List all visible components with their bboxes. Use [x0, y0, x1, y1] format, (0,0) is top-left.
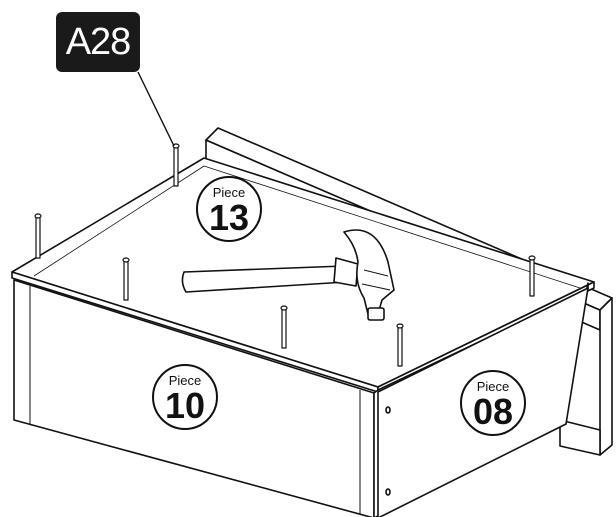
hammer-icon — [181, 229, 395, 321]
piece-caption: Piece — [212, 185, 246, 200]
part-label: A28 — [56, 12, 140, 72]
piece-number: 08 — [472, 391, 514, 432]
piece-callout-08: Piece 08 — [460, 370, 526, 436]
nail-icon — [34, 143, 536, 367]
piece-number: 10 — [164, 385, 206, 426]
piece-callout-10: Piece 10 — [152, 364, 218, 430]
piece-number: 13 — [208, 197, 250, 238]
piece-callout-13: Piece 13 — [196, 176, 262, 242]
leader-line — [137, 71, 175, 147]
piece-caption: Piece — [476, 379, 510, 394]
piece-caption: Piece — [168, 373, 202, 388]
